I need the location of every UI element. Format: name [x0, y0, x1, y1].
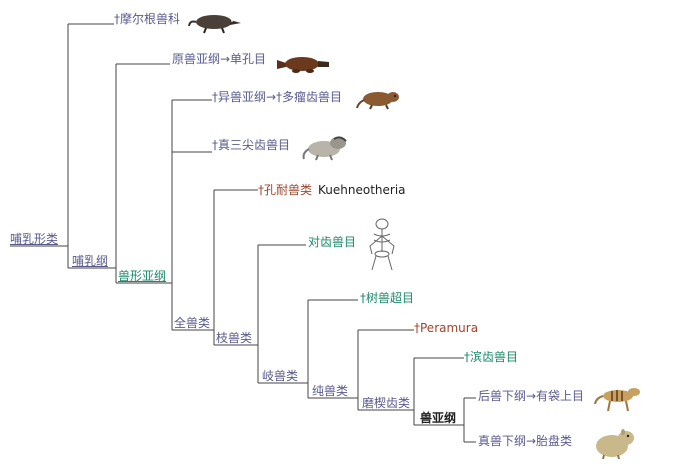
leaf-marsupialia: 后兽下纲→有袋上目 — [478, 389, 585, 403]
node-trechnotheria: 枝兽类 — [216, 331, 253, 345]
leaf-kuehneotheria-latin: Kuehneotheria — [318, 183, 406, 197]
node-cladotheria: 岐兽类 — [262, 369, 299, 383]
node-holotheria: 全兽类 — [174, 316, 211, 330]
node-theriiformes: 兽形亚纲 — [118, 269, 167, 283]
leaf-multituberculata: †异兽亚纲→†多瘤齿兽目 — [212, 90, 343, 104]
multituberculate-icon — [356, 92, 399, 110]
leaf-kuehneotheria: †孔耐兽类 — [258, 183, 313, 197]
triconodont-icon — [302, 136, 347, 161]
node-mammaliaformes: 哺乳形类 — [10, 232, 59, 246]
node-zatheria: 纯兽类 — [312, 384, 349, 398]
platypus-icon — [277, 57, 329, 73]
leaf-peramura: †Peramura — [414, 321, 479, 335]
thylacine-icon — [594, 388, 640, 412]
skeleton-icon — [369, 218, 395, 271]
leaf-eutriconodonta: †真三尖齿兽目 — [212, 138, 291, 152]
leaf-dryolestoidea: †树兽超目 — [360, 291, 415, 305]
node-theria: 兽亚纲 — [420, 411, 457, 425]
leaf-aegialodontia: †滨齿兽目 — [464, 350, 519, 364]
node-tribosphenida: 磨楔齿类 — [362, 396, 411, 410]
leaf-monotremata: 原兽亚纲→单孔目 — [172, 52, 267, 66]
node-mammalia: 哺乳纲 — [72, 254, 109, 268]
morganucodon-icon — [188, 15, 241, 34]
leaf-placentalia: 真兽下纲→胎盘类 — [478, 434, 573, 448]
rodent-icon — [596, 429, 634, 460]
leaf-morganucodontidae: †摩尔根兽科 — [114, 12, 181, 26]
leaf-symmetrodonta: 对齿兽目 — [308, 235, 357, 249]
